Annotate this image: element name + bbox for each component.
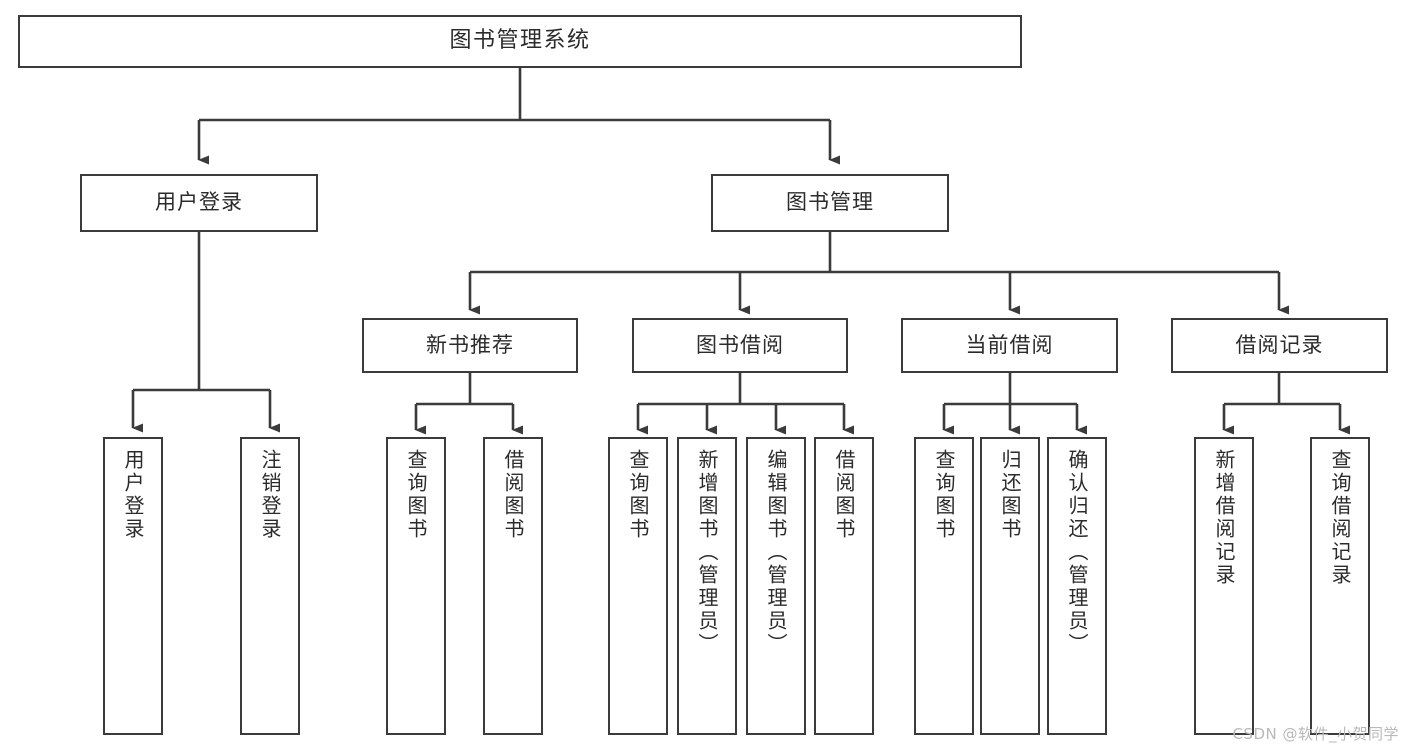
- node-label: 图书借阅: [696, 332, 784, 357]
- node-label: 借阅记录: [1235, 332, 1324, 357]
- node-label: 查询图书: [404, 449, 428, 541]
- node-borrow-record[interactable]: 借阅记录: [1171, 318, 1388, 373]
- leaf-current-borrow-query-book[interactable]: 查询图书: [914, 437, 974, 735]
- leaf-borrow-record-query-record[interactable]: 查询借阅记录: [1310, 437, 1370, 735]
- leaf-current-borrow-confirm-return-admin[interactable]: 确认归还（管理员）: [1047, 437, 1107, 735]
- node-label: 注销登录: [258, 449, 282, 541]
- node-new-book-recommend[interactable]: 新书推荐: [362, 318, 578, 373]
- node-label: 用户登录: [121, 449, 145, 541]
- leaf-book-borrow-edit-book-admin[interactable]: 编辑图书（管理员）: [746, 437, 806, 735]
- node-label: 新书推荐: [426, 332, 514, 357]
- node-book-management[interactable]: 图书管理: [711, 174, 949, 232]
- leaf-borrow-record-add-record[interactable]: 新增借阅记录: [1194, 437, 1254, 735]
- node-label: 图书管理: [786, 190, 874, 215]
- node-label: 确认归还（管理员）: [1065, 449, 1089, 656]
- node-root-book-management-system[interactable]: 图书管理系统: [18, 15, 1022, 68]
- leaf-user-login-logout[interactable]: 注销登录: [240, 437, 300, 735]
- node-label: 新增借阅记录: [1212, 449, 1236, 587]
- leaf-book-borrow-query-book[interactable]: 查询图书: [608, 437, 668, 735]
- node-label: 借阅图书: [832, 449, 856, 541]
- node-label: 用户登录: [155, 190, 243, 215]
- node-label: 借阅图书: [501, 449, 525, 541]
- node-label: 查询借阅记录: [1328, 449, 1352, 587]
- node-label: 归还图书: [998, 449, 1022, 541]
- node-label: 当前借阅: [965, 332, 1054, 357]
- node-label: 查询图书: [932, 449, 956, 541]
- leaf-new-book-borrow-book[interactable]: 借阅图书: [483, 437, 543, 735]
- node-label: 新增图书（管理员）: [695, 449, 719, 656]
- leaf-book-borrow-borrow-book[interactable]: 借阅图书: [814, 437, 874, 735]
- node-label: 图书管理系统: [449, 28, 591, 54]
- node-label: 编辑图书（管理员）: [764, 449, 788, 656]
- node-book-borrow[interactable]: 图书借阅: [632, 318, 848, 373]
- leaf-current-borrow-return-book[interactable]: 归还图书: [980, 437, 1040, 735]
- leaf-user-login-login[interactable]: 用户登录: [103, 437, 163, 735]
- leaf-book-borrow-add-book-admin[interactable]: 新增图书（管理员）: [677, 437, 737, 735]
- node-user-login[interactable]: 用户登录: [80, 174, 318, 232]
- node-label: 查询图书: [626, 449, 650, 541]
- watermark: CSDN @软件_小贺同学: [1232, 725, 1399, 743]
- leaf-new-book-query-book[interactable]: 查询图书: [386, 437, 446, 735]
- node-current-borrow[interactable]: 当前借阅: [901, 318, 1118, 373]
